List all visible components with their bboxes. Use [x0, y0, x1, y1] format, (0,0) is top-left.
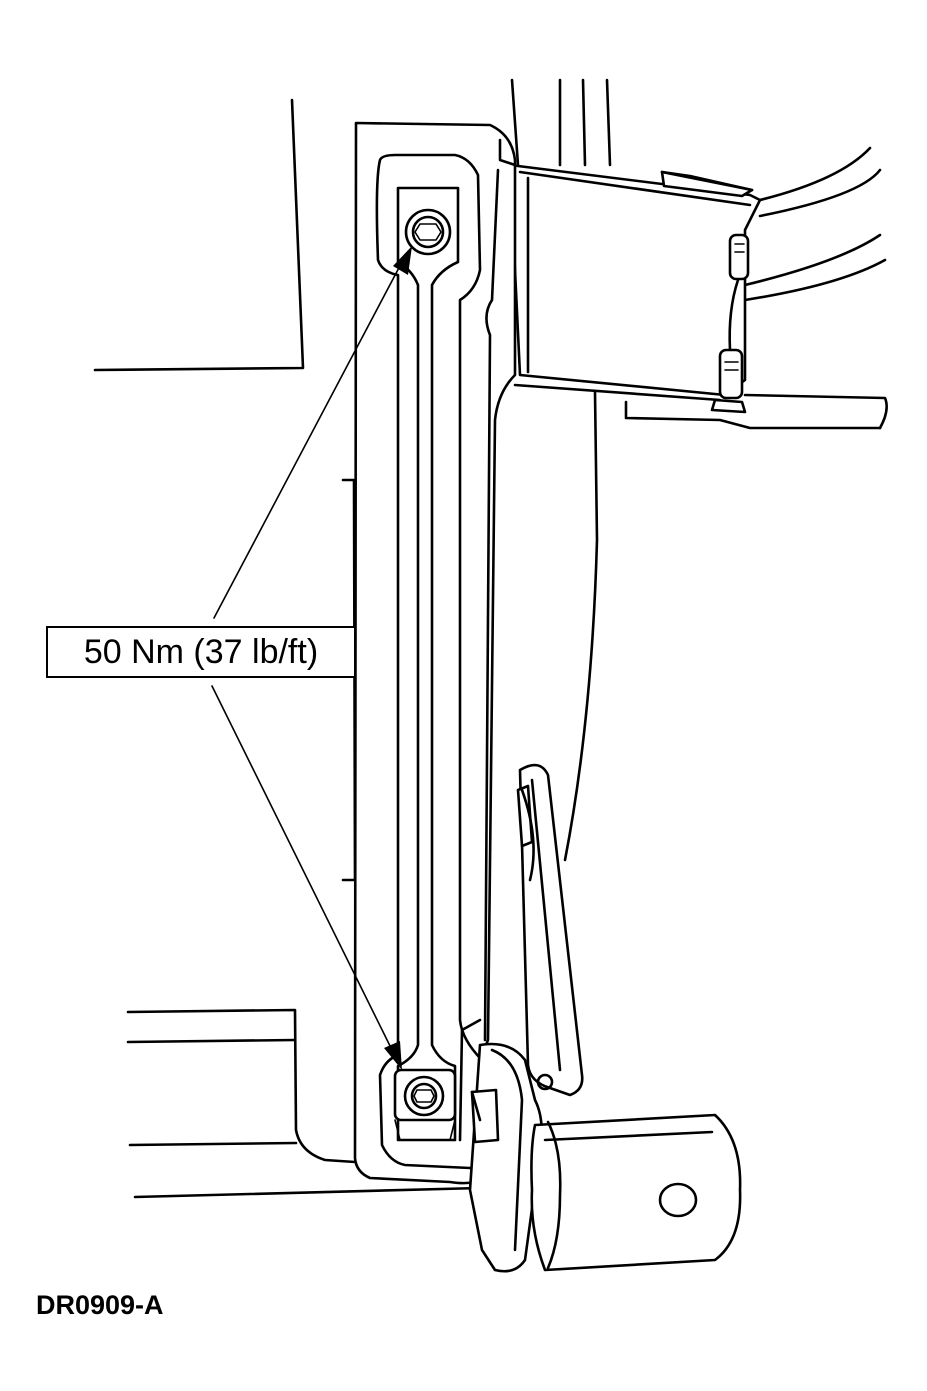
figure-id-label: DR0909-A — [36, 1290, 164, 1320]
eye-mount-bushing — [530, 1113, 742, 1272]
background-rails-lower — [126, 1008, 482, 1199]
background-panel-upper — [93, 98, 305, 372]
wire-connector-upper — [728, 233, 750, 281]
torque-spec-label: 50 Nm (37 lb/ft) — [83, 633, 319, 671]
bracket-inner-web — [396, 186, 460, 1142]
upper-crossmember — [508, 163, 762, 402]
upper-right-panel-lines — [624, 146, 888, 430]
pivot-arm-link — [516, 763, 584, 1097]
callout-leader-upper — [213, 246, 412, 619]
lower-bolt — [393, 1068, 457, 1141]
upper-bolt — [404, 208, 452, 256]
callout-leader-lower — [211, 685, 402, 1070]
wire-connector-lower — [710, 278, 747, 414]
torque-spec-callout: 50 Nm (37 lb/ft) — [46, 626, 356, 678]
